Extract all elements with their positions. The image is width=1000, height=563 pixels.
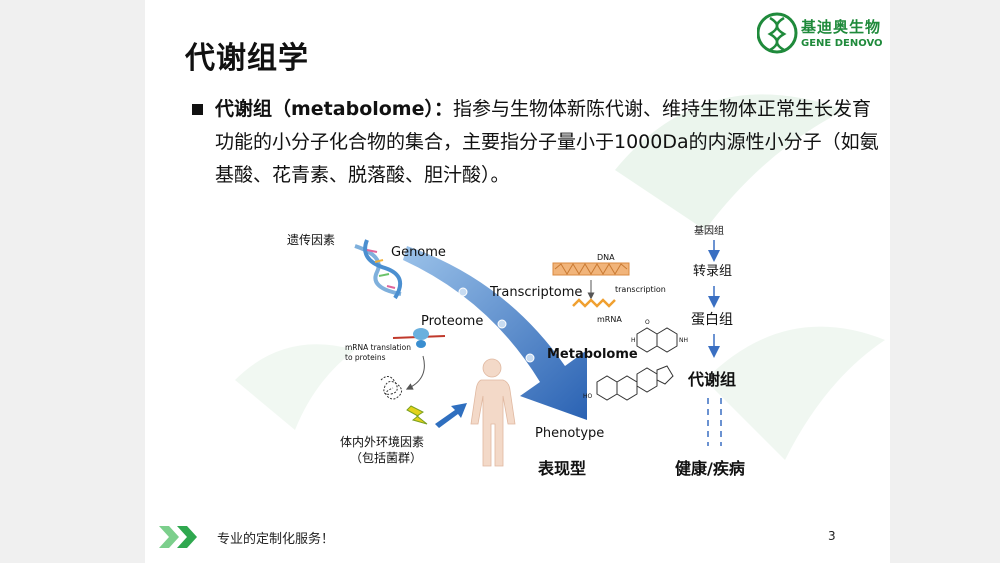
dna-label: DNA: [597, 253, 615, 262]
phenotype-label: Phenotype: [535, 426, 604, 441]
page-title: 代谢组学: [185, 41, 309, 76]
steroid-ho-label: HO: [583, 393, 593, 400]
transcription-label: transcription: [615, 285, 666, 294]
bullet-square-icon: [192, 104, 203, 115]
chain-proteome-label: 蛋白组: [691, 312, 733, 328]
environment-label-2: （包括菌群）: [350, 450, 422, 465]
genetic-factor-label: 遗传因素: [287, 232, 335, 247]
folded-protein-icon: [380, 376, 403, 400]
company-logo: 基迪奥生物 GENE DENOVO: [757, 6, 887, 60]
phenotype-cn-label: 表现型: [537, 459, 586, 478]
logo-helix-icon: [757, 12, 798, 54]
dna-transcription-icon: [552, 262, 630, 308]
omics-diagram: 遗传因素 Genome Transcriptome Proteome Metab…: [287, 224, 745, 478]
arrow-dot-transcriptome: [525, 353, 535, 363]
health-disease-label: 健康/疾病: [675, 459, 745, 478]
slide: 代谢组学 基迪奥生物 GENE DENOVO 代谢组（metabolome）：指…: [145, 0, 890, 563]
metabolome-label: Metabolome: [547, 347, 638, 362]
mrna-translation-label-1: mRNA translation: [345, 343, 411, 352]
environment-label-1: 体内外环境因素: [340, 434, 424, 449]
definition-text: 指参与生物体新陈代谢、维持生物体正常生长发育功能的小分子化合物的集合，主要指分子…: [215, 98, 879, 186]
arrow-dot-proteome: [497, 319, 507, 329]
logo-text-cn: 基迪奥生物: [801, 18, 882, 36]
genome-label: Genome: [391, 245, 446, 260]
definition-term: 代谢组（metabolome）：: [215, 98, 453, 120]
mrna-translation-label-2: to proteins: [345, 353, 386, 362]
chain-metabolome-label: 代谢组: [687, 370, 736, 389]
arrow-dot-genome: [458, 287, 468, 297]
footer-slogan: 专业的定制化服务！: [217, 532, 335, 547]
chain-transcriptome-label: 转录组: [693, 264, 732, 279]
molecule-h-label: H: [631, 337, 636, 344]
definition-paragraph: 代谢组（metabolome）：指参与生物体新陈代谢、维持生物体正常生长发育功能…: [215, 93, 880, 192]
footer-chevron-icon: [159, 526, 197, 548]
big-curved-arrow: [403, 246, 587, 420]
molecule-nh-label: NH: [679, 337, 688, 344]
human-body-icon: [470, 358, 516, 467]
molecule-o-label: O: [645, 319, 650, 326]
page-number: 3: [828, 529, 836, 543]
metabolite-structure-icon: O H NH: [631, 319, 688, 353]
logo-text-en: GENE DENOVO: [801, 38, 883, 49]
environment-arrow: [435, 403, 467, 428]
dna-helix-icon: [354, 239, 403, 300]
steroid-structure-icon: HO: [583, 365, 674, 401]
translation-arrow: [405, 355, 425, 390]
proteome-label: Proteome: [421, 314, 483, 329]
lightning-icon: [406, 405, 428, 425]
transcriptome-label: Transcriptome: [489, 285, 582, 300]
mrna-label: mRNA: [597, 315, 622, 324]
chain-genome-label: 基因组: [694, 224, 724, 237]
ribosome-icon: [392, 328, 446, 348]
